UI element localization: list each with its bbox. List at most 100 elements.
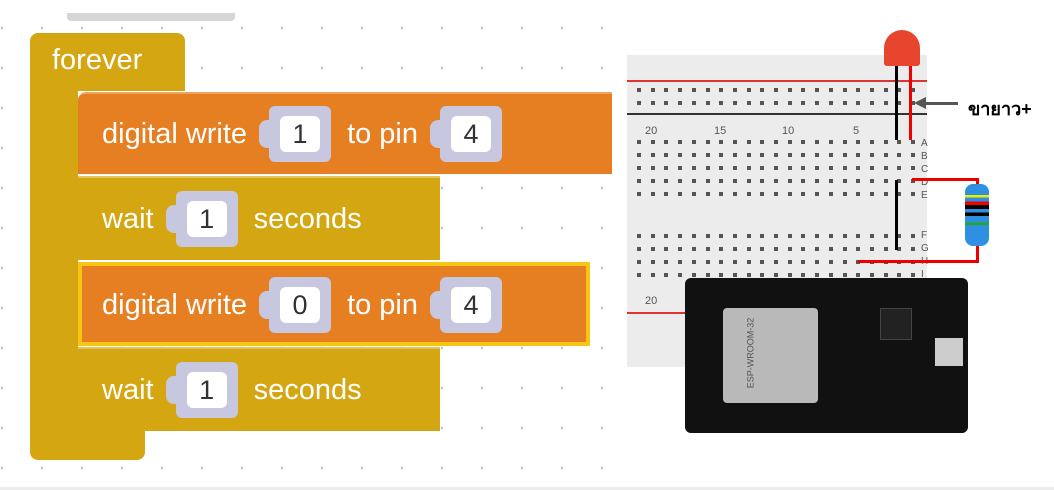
pin-input[interactable]: 4: [430, 277, 503, 333]
annotation-label: ขายาว+: [968, 99, 1032, 119]
breadboard-hole: [911, 247, 915, 251]
breadboard-hole: [774, 260, 778, 264]
wait-block[interactable]: wait 1 seconds: [78, 347, 440, 431]
breadboard-hole: [856, 140, 861, 144]
workspace-scrollbar[interactable]: [67, 13, 235, 21]
breadboard-hole: [746, 179, 751, 183]
breadboard-hole: [911, 101, 915, 105]
row-letter: I: [921, 269, 924, 280]
pin-field[interactable]: 4: [451, 287, 492, 323]
breadboard-hole: [637, 166, 641, 170]
breadboard-hole: [719, 273, 724, 277]
breadboard-hole: [664, 192, 669, 196]
breadboard-hole: [760, 140, 765, 144]
seconds-field[interactable]: 1: [186, 201, 227, 237]
breadboard-hole: [883, 88, 888, 92]
value-field[interactable]: 1: [280, 116, 321, 152]
breadboard-hole: [856, 153, 861, 157]
breadboard-hole: [664, 140, 669, 144]
block-label: wait: [102, 373, 154, 406]
breadboard-hole: [678, 247, 683, 251]
value-field[interactable]: 0: [280, 287, 321, 323]
breadboard-hole: [828, 192, 833, 196]
breadboard-hole: [732, 101, 737, 105]
breadboard-hole: [856, 234, 861, 238]
row-letter: E: [921, 190, 928, 201]
breadboard-hole: [746, 153, 751, 157]
wait-block[interactable]: wait 1 seconds: [78, 176, 440, 260]
breadboard-hole: [815, 247, 820, 251]
breadboard-hole: [911, 166, 915, 170]
breadboard-hole: [774, 234, 778, 238]
breadboard-hole: [787, 101, 792, 105]
digital-write-block-selected[interactable]: digital write 0 to pin 4: [78, 262, 590, 346]
breadboard-hole: [746, 247, 751, 251]
breadboard-hole: [842, 166, 847, 170]
breadboard-hole: [911, 192, 915, 196]
breadboard-hole: [732, 192, 737, 196]
breadboard-hole: [883, 179, 888, 183]
breadboard-hole: [856, 247, 861, 251]
breadboard-hole: [650, 192, 655, 196]
row-letter: C: [921, 164, 929, 175]
breadboard-hole: [678, 234, 683, 238]
breadboard-hole: [856, 166, 861, 170]
breadboard-hole: [637, 140, 641, 144]
block-label: digital write: [102, 117, 248, 150]
breadboard-hole: [732, 166, 737, 170]
breadboard-hole: [732, 140, 737, 144]
digital-write-block[interactable]: digital write 1 to pin 4: [78, 92, 612, 174]
breadboard-hole: [637, 192, 641, 196]
value-input[interactable]: 1: [259, 106, 332, 162]
breadboard-hole: [719, 260, 724, 264]
breadboard-hole: [911, 234, 915, 238]
block-label: wait: [102, 202, 154, 235]
seconds-field[interactable]: 1: [186, 372, 227, 408]
breadboard-hole: [705, 192, 710, 196]
breadboard-hole: [787, 247, 792, 251]
pin-field[interactable]: 4: [451, 116, 492, 152]
breadboard-hole: [883, 140, 888, 144]
breadboard-hole: [760, 247, 765, 251]
module-label: ESP-WROOM-32: [745, 317, 756, 389]
breadboard-hole: [828, 88, 833, 92]
breadboard-hole: [856, 273, 861, 277]
seconds-input[interactable]: 1: [165, 362, 238, 418]
breadboard-hole: [637, 234, 641, 238]
value-input[interactable]: 0: [259, 277, 332, 333]
breadboard-hole: [911, 88, 915, 92]
breadboard-hole: [650, 247, 655, 251]
breadboard-hole: [678, 273, 683, 277]
breadboard-hole: [705, 260, 710, 264]
breadboard-hole: [787, 234, 792, 238]
breadboard-hole: [787, 179, 792, 183]
breadboard-hole: [897, 273, 902, 277]
col-number: 20: [645, 125, 658, 137]
breadboard-hole: [678, 153, 683, 157]
breadboard-hole: [664, 153, 669, 157]
breadboard-hole: [760, 192, 765, 196]
breadboard-hole: [842, 101, 847, 105]
breadboard-hole: [828, 140, 833, 144]
pin-input[interactable]: 4: [430, 106, 503, 162]
breadboard-hole: [774, 192, 778, 196]
breadboard-hole: [897, 101, 902, 105]
breadboard-hole: [705, 247, 710, 251]
breadboard-hole: [801, 153, 806, 157]
breadboard-hole: [746, 88, 751, 92]
breadboard-hole: [678, 179, 683, 183]
breadboard-hole: [869, 192, 874, 196]
breadboard-hole: [787, 273, 792, 277]
breadboard-hole: [869, 153, 874, 157]
seconds-input[interactable]: 1: [165, 191, 238, 247]
breadboard-hole: [815, 234, 820, 238]
breadboard-hole: [732, 234, 737, 238]
breadboard-hole: [746, 166, 751, 170]
breadboard-hole: [842, 247, 847, 251]
breadboard-hole: [828, 166, 833, 170]
breadboard-hole: [637, 260, 641, 264]
breadboard-hole: [650, 234, 655, 238]
breadboard-hole: [691, 88, 696, 92]
breadboard-hole: [664, 88, 669, 92]
breadboard-hole: [842, 192, 847, 196]
